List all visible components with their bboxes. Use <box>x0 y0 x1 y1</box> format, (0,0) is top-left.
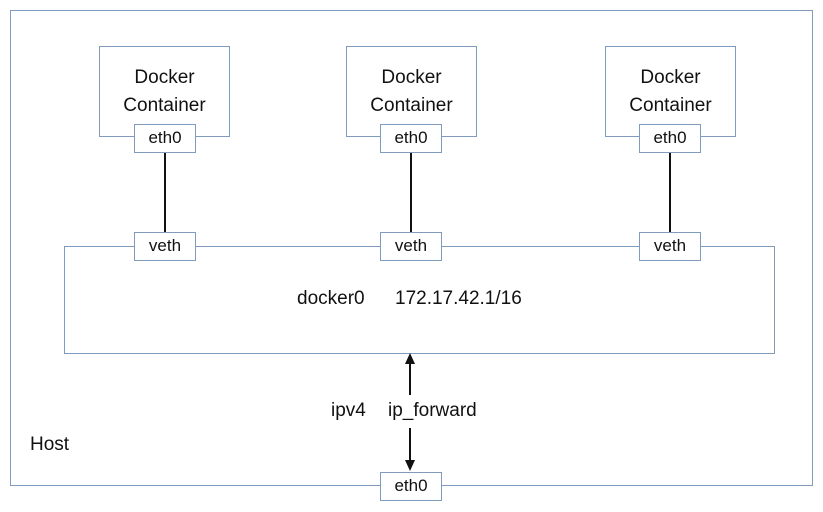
docker-container-1: Docker Container <box>99 46 230 137</box>
forward-setting: ip_forward <box>388 400 477 421</box>
link-line-3 <box>669 153 671 232</box>
container-eth0-port-3: eth0 <box>639 124 701 153</box>
veth-port-1: veth <box>134 232 196 261</box>
host-label: Host <box>30 434 70 455</box>
bridge-name: docker0 <box>297 288 365 309</box>
veth-port-3: veth <box>639 232 701 261</box>
container-title: Docker Container <box>629 67 712 116</box>
container-title: Docker Container <box>123 67 206 116</box>
docker-container-2: Docker Container <box>346 46 477 137</box>
host-eth0-port: eth0 <box>380 472 442 501</box>
container-title: Docker Container <box>370 67 453 116</box>
arrow-up-head <box>405 353 415 364</box>
container-eth0-port-2: eth0 <box>380 124 442 153</box>
bridge-ip: 172.17.42.1/16 <box>395 288 522 309</box>
forward-protocol: ipv4 <box>331 400 366 421</box>
link-line-2 <box>410 153 412 232</box>
link-line-1 <box>164 153 166 232</box>
arrow-down-head <box>405 460 415 471</box>
veth-port-2: veth <box>380 232 442 261</box>
docker-container-3: Docker Container <box>605 46 736 137</box>
container-eth0-port-1: eth0 <box>134 124 196 153</box>
